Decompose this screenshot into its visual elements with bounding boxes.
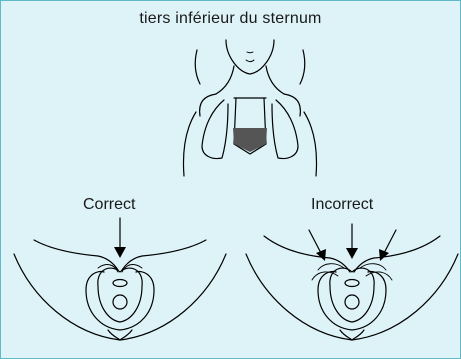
down-arrow-icon: [309, 230, 322, 255]
down-arrow-icon: [383, 230, 396, 255]
incorrect-hand-position: [246, 224, 458, 340]
down-arrow-icon: [316, 249, 326, 261]
correct-label: Correct: [83, 196, 135, 214]
infant-torso-diagram: [184, 40, 317, 176]
sternum-lower-third-marker: [233, 128, 267, 152]
incorrect-label: Incorrect: [311, 196, 373, 214]
down-arrow-icon: [379, 249, 389, 261]
down-arrow-icon: [346, 248, 358, 259]
correct-hand-position: [14, 218, 226, 340]
down-arrow-icon: [114, 247, 126, 258]
